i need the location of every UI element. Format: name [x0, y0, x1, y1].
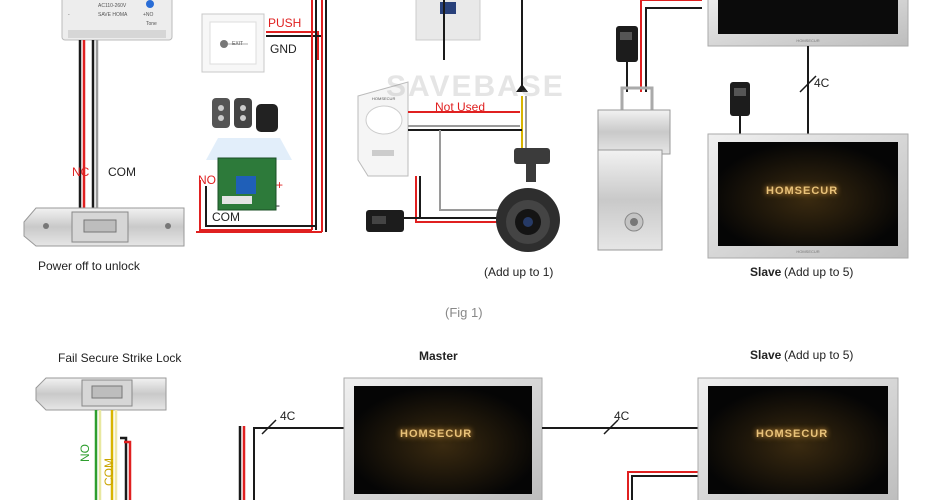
- pir-brand: HOMSECUR: [372, 96, 396, 101]
- master-label: Master: [419, 349, 458, 363]
- gnd-label: GND: [270, 42, 297, 56]
- fig1-slave-label-rest: (Add up to 5): [784, 265, 854, 279]
- com-label: COM: [108, 165, 136, 179]
- fig2-com-label: COM: [102, 458, 116, 486]
- center-wires: [404, 0, 528, 223]
- pir-sensor: [357, 81, 409, 177]
- relay-minus-label: -: [276, 198, 280, 212]
- relay-receiver: [217, 157, 277, 211]
- monitor-slave-fig2: [697, 377, 899, 500]
- exit-button-plate: [201, 13, 265, 73]
- monitor-link-wire-fig2: [542, 419, 698, 500]
- power-adapter-right-top: [616, 0, 702, 92]
- power-adapter-right-mid: [730, 82, 750, 134]
- fail-secure-strike-lock: [35, 377, 167, 411]
- fig2-4c-left: 4C: [280, 409, 296, 423]
- monitor-link-wire-fig1: [799, 46, 817, 134]
- electric-strike-lock: [23, 207, 185, 247]
- fig2-slave-monitor-brand: HOMSECUR: [756, 428, 829, 440]
- fig2-slave-label-bold: Slave: [750, 348, 782, 362]
- power-supply-unit: [61, 0, 173, 41]
- monitor-master-fig2: [343, 377, 543, 500]
- electric-bolt-lock: [597, 86, 671, 251]
- camera-label: (Add up to 1): [484, 265, 554, 279]
- strike-lock-label: Fail Secure Strike Lock: [58, 351, 182, 365]
- fig2-slave-label-rest: (Add up to 5): [784, 348, 854, 362]
- power-supply-plus-no: +NO: [143, 12, 154, 18]
- door-station: [415, 0, 481, 41]
- exit-button-text: EXIT: [232, 41, 244, 47]
- remote-fobs: [206, 98, 292, 160]
- relay-com-label: COM: [212, 210, 240, 224]
- relay-no-label: NO: [198, 173, 216, 187]
- monitor-top-right: HOMSECUR: [707, 0, 909, 47]
- power-supply-brand-line: SAVE HOMA: [98, 12, 128, 18]
- power-supply-maker: Tone: [146, 21, 157, 27]
- exit-button-wires: [196, 0, 327, 233]
- fig2-no-label: NO: [78, 444, 92, 462]
- watermark: SAVEBASE: [386, 70, 565, 103]
- strike-lock-wires-fig2: [94, 410, 344, 500]
- cctv-camera: [496, 148, 560, 252]
- power-adapter-center: [366, 210, 404, 232]
- svg-text:HOMSECUR: HOMSECUR: [796, 38, 819, 43]
- fig2-master-monitor-brand: HOMSECUR: [400, 428, 473, 440]
- relay-plus-label: +: [276, 178, 284, 192]
- wire-bundle-left: [78, 40, 99, 208]
- power-off-label: Power off to unlock: [38, 259, 140, 273]
- nc-label: NC: [72, 165, 90, 179]
- push-label: PUSH: [268, 16, 302, 30]
- monitor-slave-fig1: HOMSECUR: [707, 133, 909, 259]
- power-supply-minus: -: [68, 12, 70, 18]
- fig2-4c-right: 4C: [614, 409, 630, 423]
- fig1-slave-monitor-brand: HOMSECUR: [766, 185, 839, 197]
- svg-text:HOMSECUR: HOMSECUR: [796, 249, 819, 254]
- power-supply-spec: AC110-260V: [98, 3, 127, 9]
- not-used-label: Not Used: [435, 100, 486, 114]
- fig1-caption: (Fig 1): [445, 305, 483, 320]
- fig1-slave-label-bold: Slave: [750, 265, 782, 279]
- fig1-4c-label: 4C: [814, 76, 830, 90]
